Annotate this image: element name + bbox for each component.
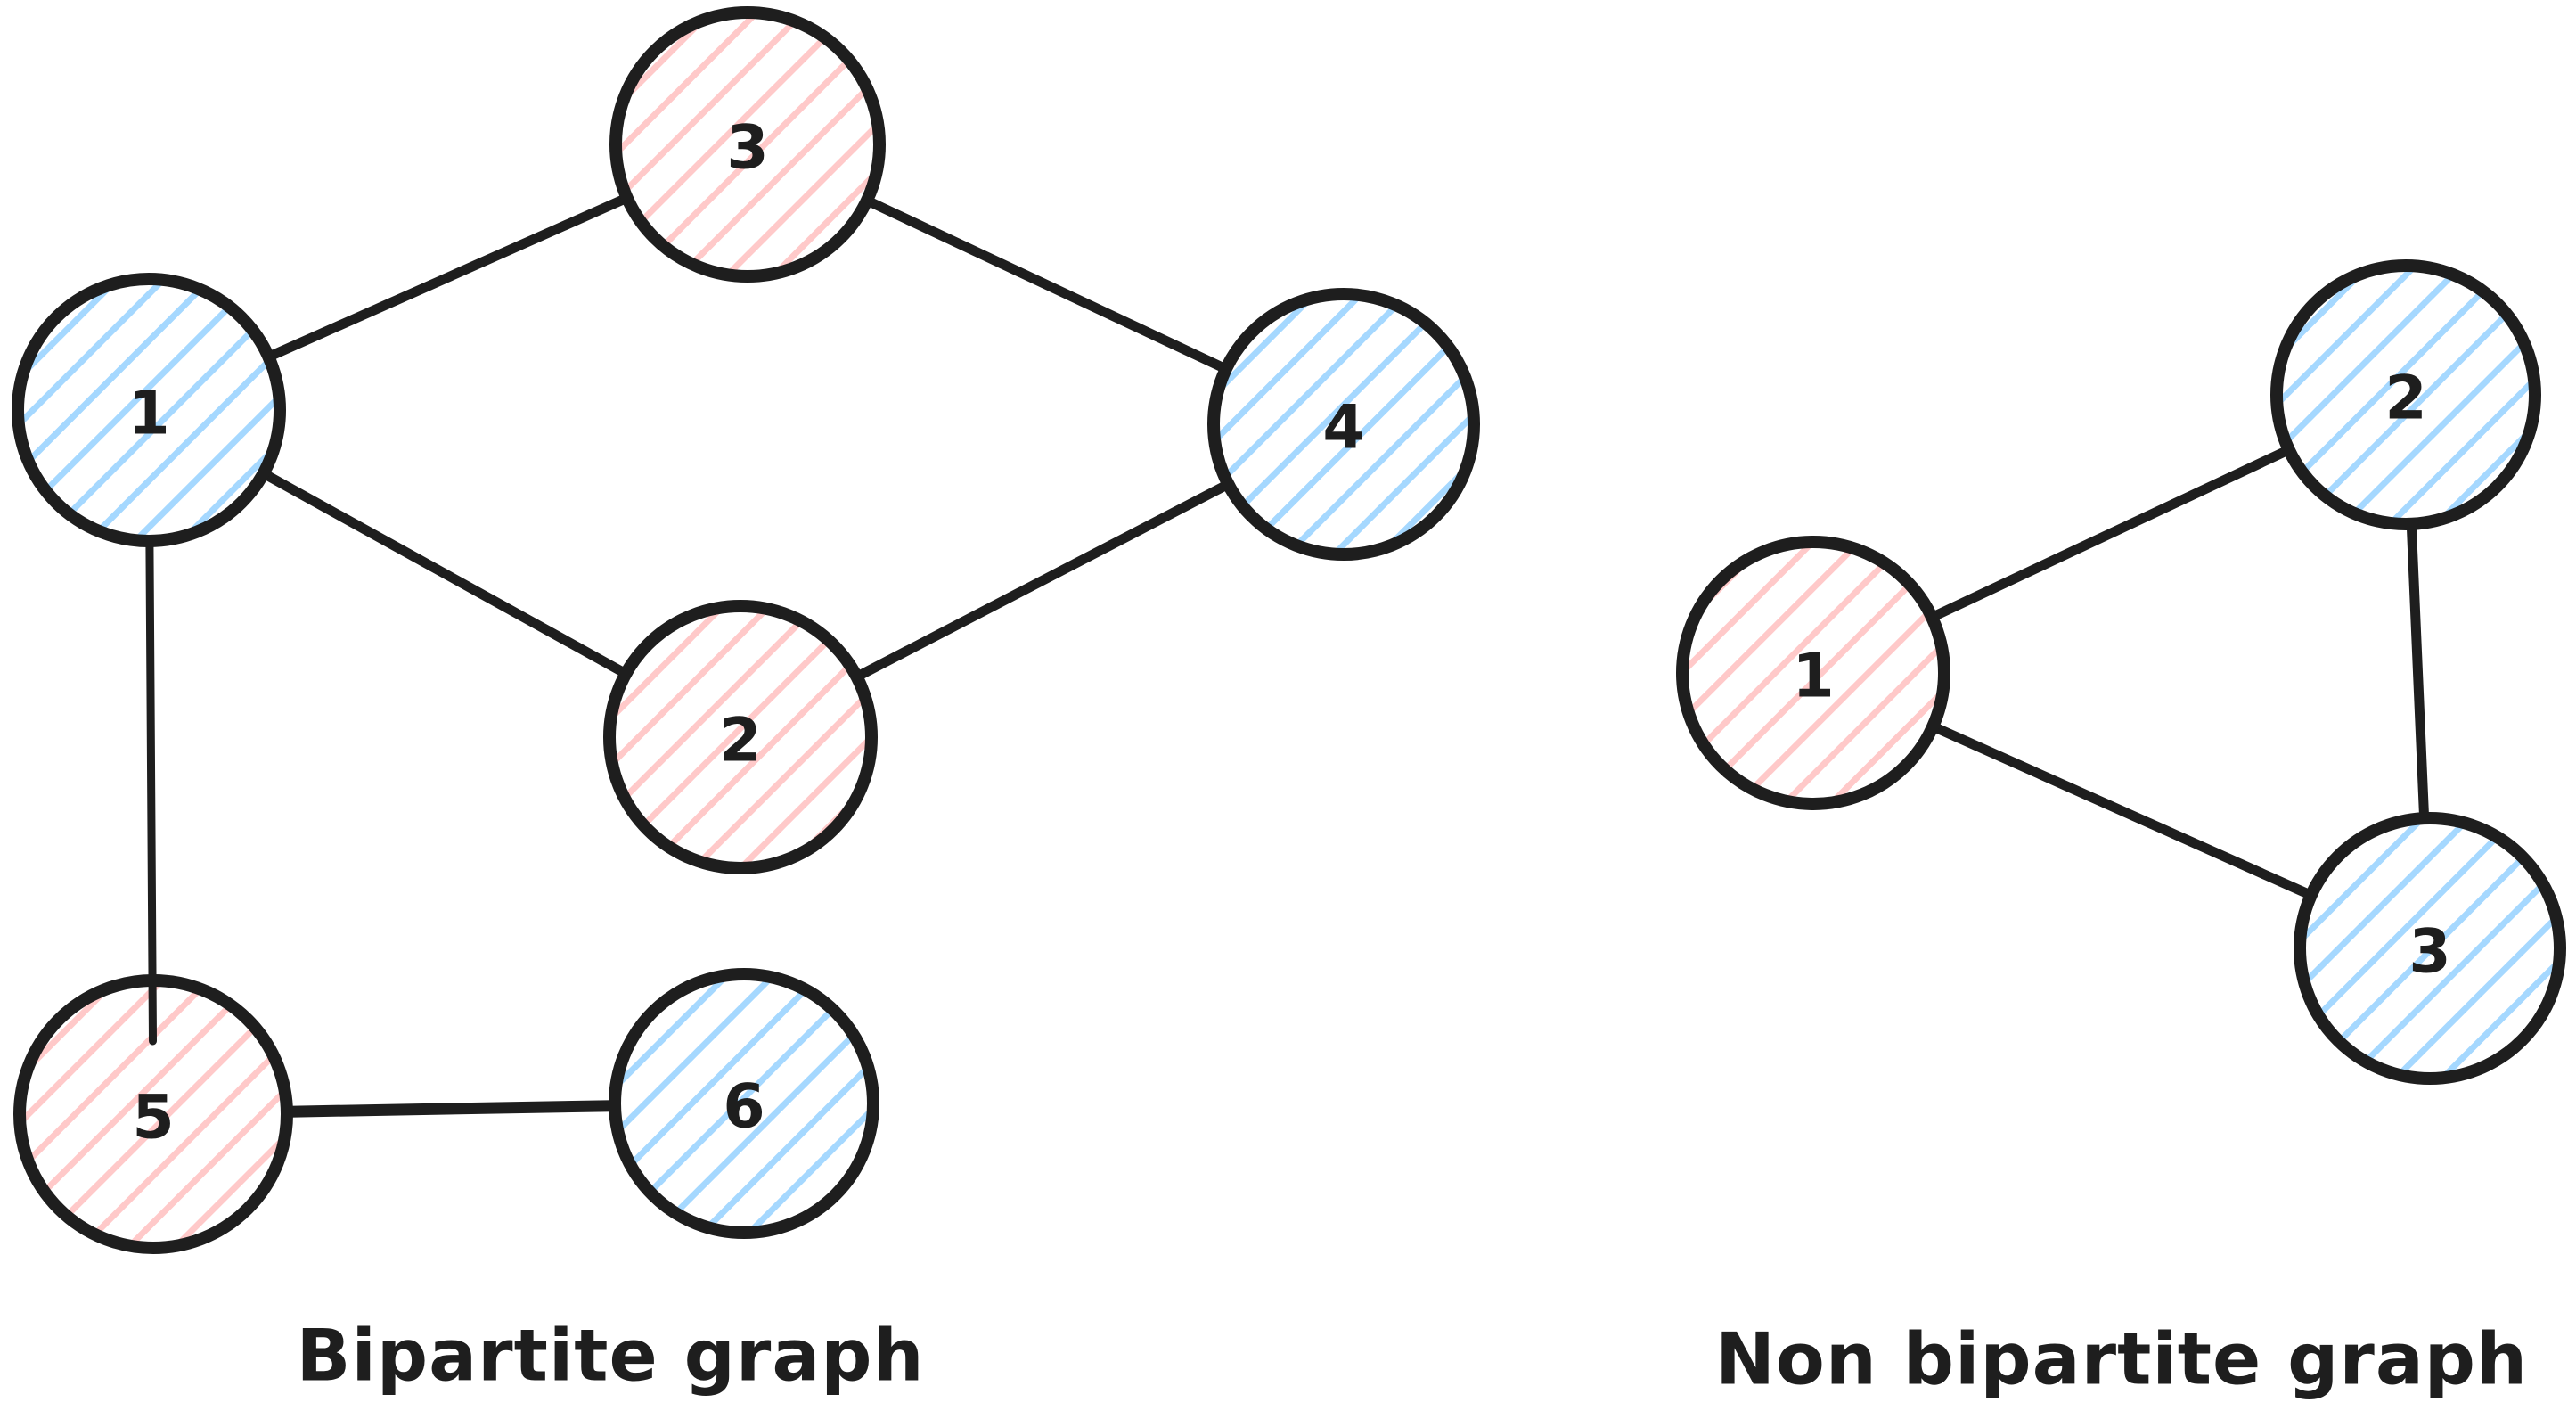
- node-circle-blue-hatch: [2294, 812, 2566, 1085]
- graph-bipartite-edge-1-3: [266, 193, 630, 361]
- graph-bipartite-edge-1-5: [145, 539, 157, 1046]
- graph-bipartite-node-5: 5: [13, 974, 293, 1254]
- graph-non-bipartite-node-3: 3: [2294, 812, 2566, 1085]
- graph-bipartite-edge-1-2: [260, 470, 629, 677]
- graph-bipartite-node-6: 6: [609, 968, 879, 1239]
- caption-non-bipartite-graph: Non bipartite graph: [1714, 1317, 2529, 1401]
- node-circle-pink-hatch: [609, 6, 886, 283]
- caption-bipartite-graph: Bipartite graph: [296, 1314, 925, 1398]
- node-label: 2: [719, 706, 761, 776]
- node-label: 6: [723, 1072, 765, 1143]
- node-circle-blue-hatch: [2270, 259, 2541, 530]
- graph-non-bipartite-edge-1-2: [1929, 446, 2292, 621]
- graph-non-bipartite-node-1: 1: [1676, 536, 1950, 810]
- node-label: 2: [2384, 364, 2426, 434]
- node-label: 1: [127, 379, 169, 449]
- node-circle-blue-hatch: [1207, 288, 1480, 561]
- node-circle-pink-hatch: [1676, 536, 1950, 810]
- graph-non-bipartite-node-2: 2: [2270, 259, 2541, 530]
- graph-bipartite-edge-3-4: [864, 196, 1229, 373]
- graph-bipartite-edge-2-4: [854, 480, 1231, 681]
- graph-non-bipartite-edge-1-3: [1930, 722, 2314, 899]
- graph-bipartite-node-4: 4: [1207, 288, 1480, 561]
- graph-bipartite-edge-5-6: [283, 1100, 618, 1118]
- node-label: 4: [1322, 393, 1364, 463]
- node-label: 3: [726, 113, 768, 184]
- node-label: 5: [132, 1083, 174, 1153]
- graph-bipartite-node-3: 3: [609, 6, 886, 283]
- graph-bipartite-node-1: 1: [12, 273, 286, 547]
- node-circle-pink-hatch: [603, 600, 878, 874]
- graph-non-bipartite-edge-2-3: [2406, 521, 2429, 821]
- graph-bipartite: 1 2 3 4 5 6: [12, 6, 1480, 1254]
- graph-non-bipartite: 1 2 3: [1676, 259, 2566, 1085]
- node-circle-blue-hatch: [609, 968, 879, 1239]
- node-label: 1: [1792, 642, 1834, 712]
- graph-bipartite-node-2: 2: [603, 600, 878, 874]
- node-label: 3: [2408, 917, 2450, 988]
